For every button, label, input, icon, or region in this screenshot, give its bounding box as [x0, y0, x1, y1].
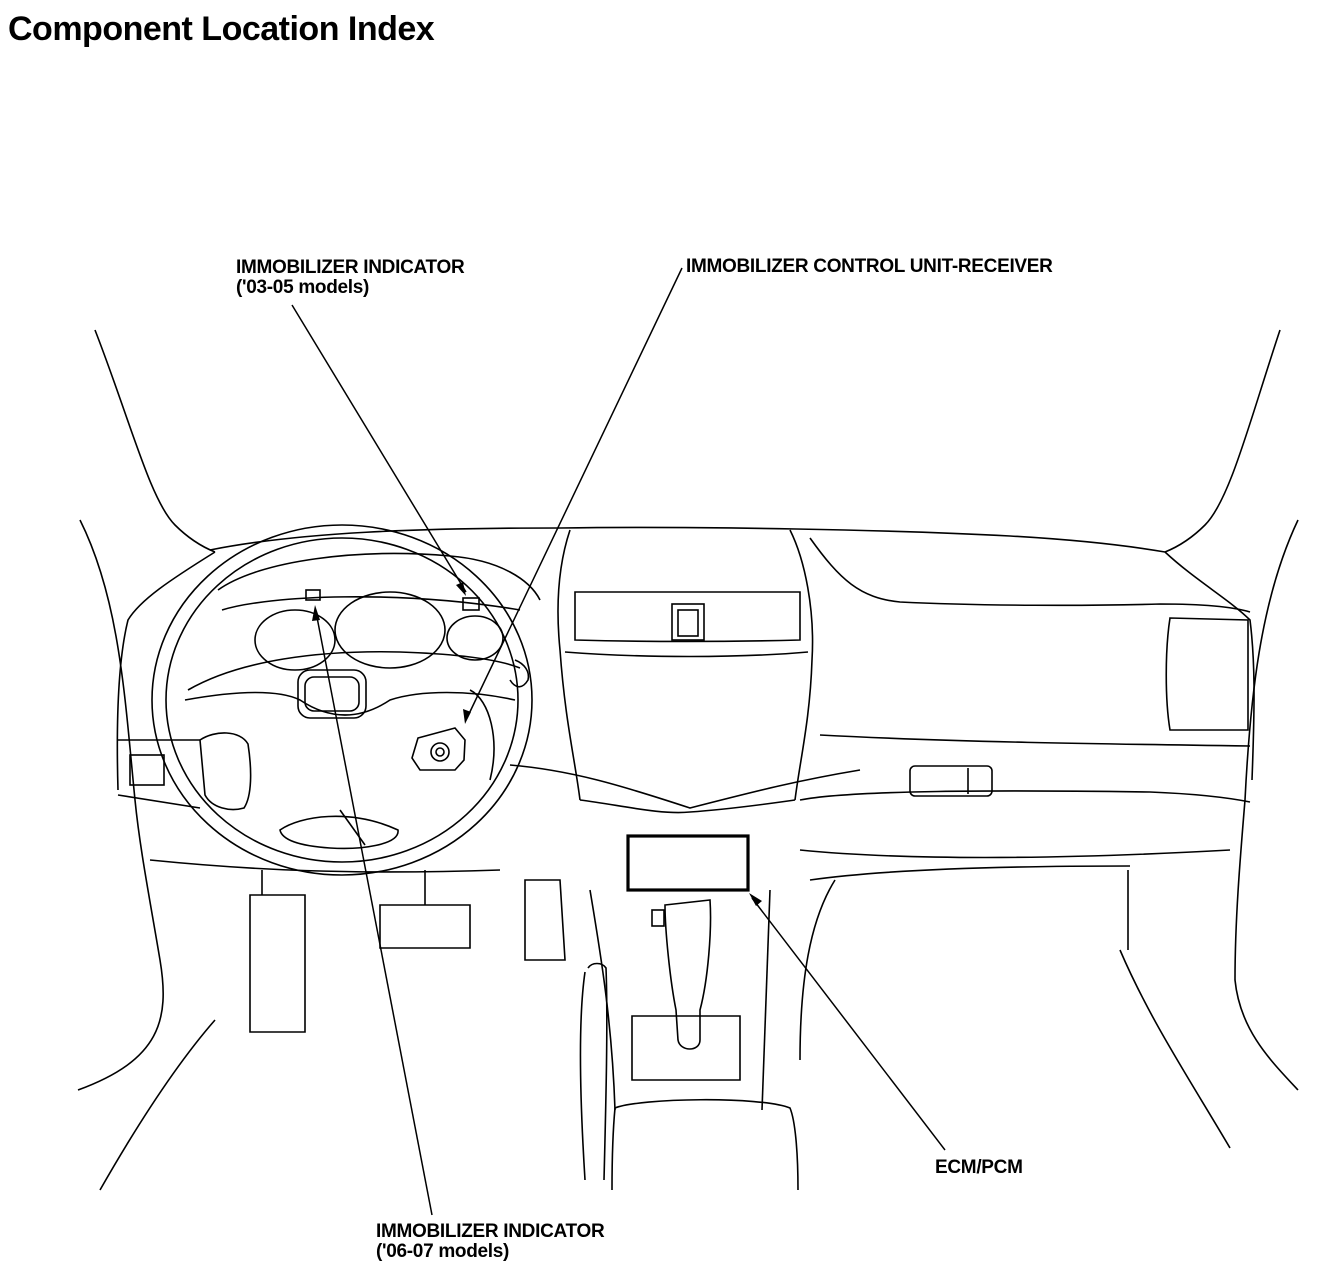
dashboard-left-edge — [116, 551, 216, 791]
arrowhead-immobilizer-0607 — [312, 605, 320, 621]
steering-column-lower — [339, 809, 366, 846]
leader-immobilizer-0607 — [315, 611, 433, 1216]
left-side-vent — [129, 754, 165, 786]
leader-ecm-pcm — [751, 897, 946, 1151]
left-door-edge — [77, 519, 164, 1091]
center-swoop-inner — [579, 799, 796, 814]
left-dash-lower — [117, 794, 201, 809]
console-right — [761, 889, 771, 1111]
callout-sublabel: ('06-07 models) — [376, 1241, 510, 1262]
horn-emblem-inner — [304, 676, 360, 712]
center-stack-face — [564, 651, 809, 658]
indicator-0607-square — [305, 589, 321, 601]
callout-label: ECM/PCM — [935, 1157, 1023, 1178]
arrowhead-ecm-pcm — [749, 893, 762, 906]
right-footwell — [799, 879, 836, 1061]
page-title: Component Location Index — [8, 10, 435, 48]
left-a-pillar — [94, 329, 216, 553]
callout-label: IMMOBILIZER INDICATOR — [236, 257, 465, 278]
leader-control-unit — [466, 267, 683, 719]
callout-immobilizer-indicator-0305: IMMOBILIZER INDICATOR ('03-05 models) — [236, 257, 465, 298]
dashboard-right-edge — [1164, 551, 1255, 781]
steering-wheel-left-grip — [199, 732, 252, 811]
callout-label: IMMOBILIZER INDICATOR — [376, 1221, 605, 1242]
console-lid — [614, 1098, 799, 1191]
right-dash-line — [819, 734, 1251, 747]
right-stalk — [509, 659, 530, 688]
brake-pedal — [379, 904, 471, 949]
shifter-button — [651, 909, 665, 927]
glovebox-handle — [909, 765, 993, 797]
callout-immobilizer-indicator-0607: IMMOBILIZER INDICATOR ('06-07 models) — [376, 1221, 605, 1262]
callout-immobilizer-control-unit: IMMOBILIZER CONTROL UNIT-RECEIVER — [686, 257, 1053, 277]
steering-wheel-rim-outer — [151, 524, 533, 876]
arrowhead-immobilizer-0305 — [456, 582, 466, 596]
hazard-switch-inner — [677, 609, 699, 637]
center-vent-box — [574, 591, 801, 643]
ignition-switch-body — [411, 727, 466, 771]
left-floor-line — [99, 1019, 216, 1191]
tachometer — [254, 609, 336, 671]
right-door-edge — [1234, 519, 1299, 1091]
shifter-gate — [664, 899, 712, 1050]
left-knee-panel — [149, 859, 501, 873]
console-tray — [631, 1015, 741, 1081]
center-stack-right — [789, 529, 814, 801]
right-dash-lower — [799, 790, 1251, 803]
dash-lower-right — [809, 865, 1131, 881]
console-lid-left — [611, 1107, 616, 1191]
right-a-pillar — [1164, 329, 1281, 553]
parking-brake — [579, 971, 586, 1181]
fuel-gauge — [446, 615, 504, 661]
right-side-vent — [1165, 617, 1249, 731]
parking-brake-handle — [587, 962, 608, 1181]
leader-immobilizer-0305 — [291, 304, 467, 593]
hazard-switch — [671, 603, 705, 641]
arrowhead-control-unit — [463, 709, 471, 724]
ecm-pcm-box — [626, 834, 750, 892]
speedometer — [334, 591, 446, 669]
horn-emblem — [297, 669, 367, 719]
dashboard-top — [209, 526, 1166, 553]
cluster-face — [221, 596, 521, 611]
steering-wheel-spoke-top — [187, 650, 521, 691]
steering-wheel-hub — [184, 691, 516, 716]
clutch-rest — [249, 894, 306, 1033]
center-swoop — [509, 764, 861, 809]
indicator-0305-square — [462, 597, 480, 611]
steering-wheel-rim-inner — [165, 537, 519, 863]
callout-sublabel: ('03-05 models) — [236, 277, 370, 298]
callout-label: IMMOBILIZER CONTROL UNIT-RECEIVER — [686, 256, 1053, 277]
steering-wheel-lower-spoke — [279, 815, 399, 850]
console-left — [589, 889, 616, 1111]
callout-ecm-pcm: ECM/PCM — [935, 1158, 1023, 1178]
center-stack-left — [557, 529, 581, 801]
accelerator-pedal — [524, 879, 566, 961]
right-knee-panel — [799, 849, 1231, 859]
ignition-key-slot — [435, 747, 445, 757]
cluster-hood — [217, 552, 541, 601]
right-floor-line — [1119, 949, 1231, 1149]
ignition-key-cylinder — [430, 742, 450, 762]
ignition-trim — [469, 689, 495, 781]
dashboard-right-top — [809, 537, 1251, 613]
